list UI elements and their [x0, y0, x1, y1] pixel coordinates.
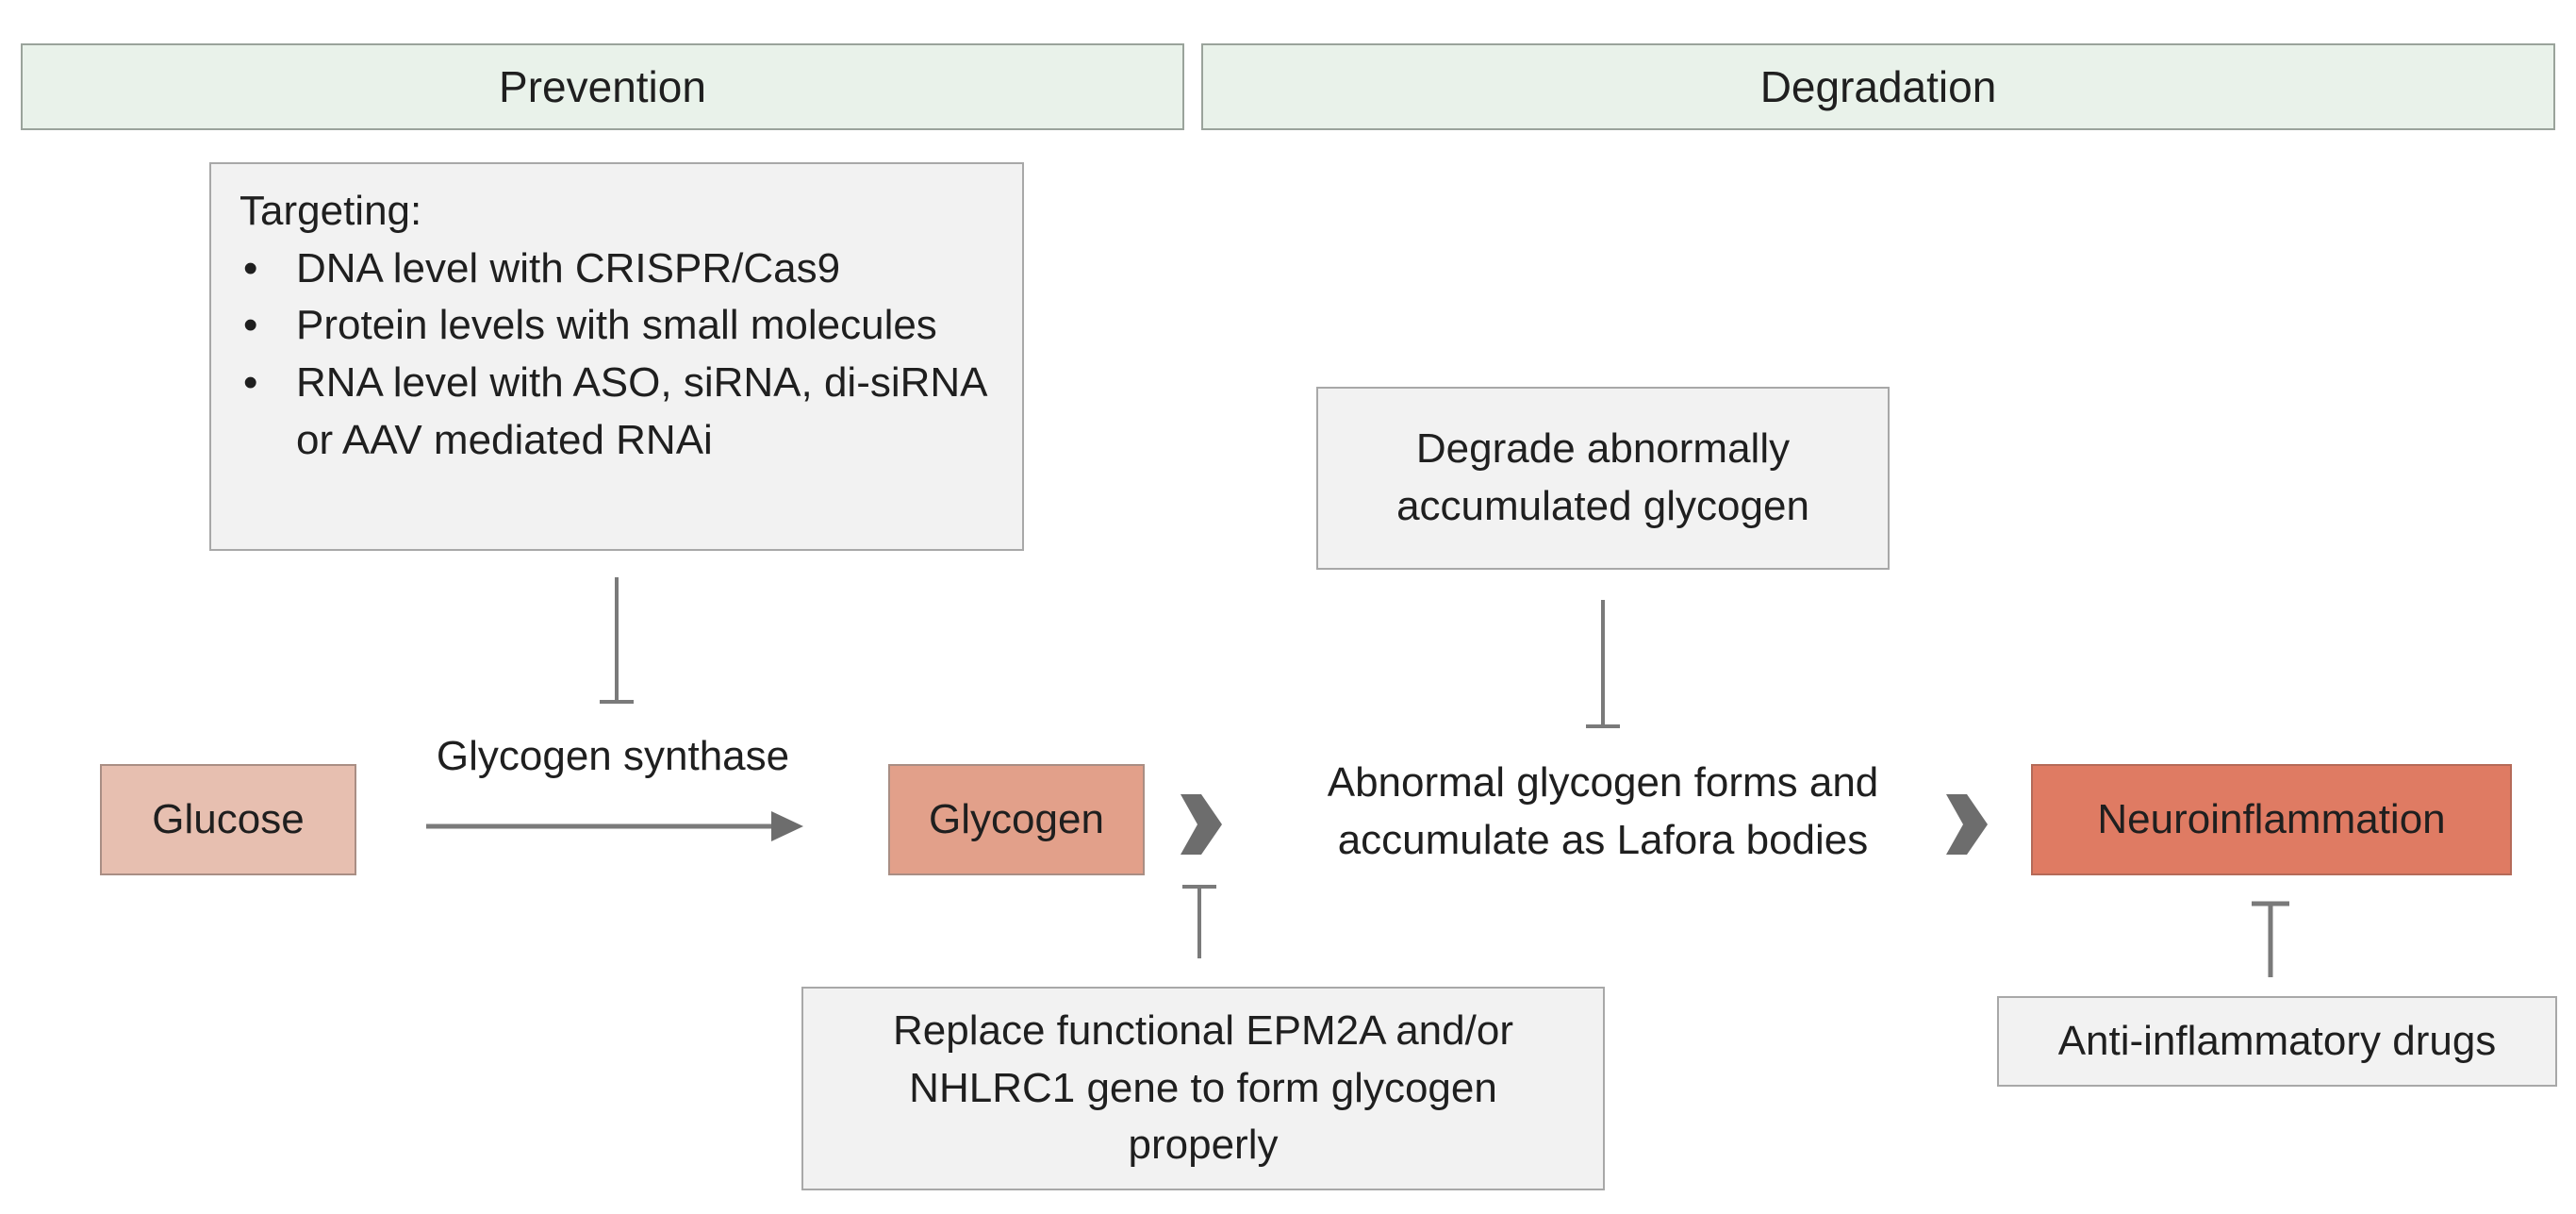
targeting-box: Targeting: DNA level with CRISPR/Cas9 Pr…: [209, 162, 1024, 551]
anti-inflammatory-inhibition-connector: [2252, 901, 2289, 977]
replace-gene-text: Replace functional EPM2A and/or NHLRC1 g…: [893, 1006, 1513, 1169]
targeting-title: Targeting:: [239, 188, 422, 234]
chevron-right-icon: [1946, 794, 1988, 855]
targeting-list: DNA level with CRISPR/Cas9 Protein level…: [239, 241, 994, 470]
glycogen-synthase-arrow: [426, 811, 803, 841]
targeting-item-dna: DNA level with CRISPR/Cas9: [239, 241, 994, 298]
glycogen-node: Glycogen: [888, 764, 1145, 875]
glycogen-synthase-label: Glycogen synthase: [436, 733, 790, 779]
glucose-label: Glucose: [152, 796, 305, 842]
degradation-header-label: Degradation: [1759, 62, 1997, 111]
anti-inflammatory-box: Anti-inflammatory drugs: [1997, 996, 2557, 1087]
neuroinflammation-node: Neuroinflammation: [2031, 764, 2512, 875]
neuroinflammation-label: Neuroinflammation: [2097, 796, 2446, 842]
chevron-right-icon: [1181, 794, 1222, 855]
replace-gene-box: Replace functional EPM2A and/or NHLRC1 g…: [801, 987, 1605, 1190]
targeting-item-protein: Protein levels with small molecules: [239, 297, 994, 355]
abnormal-glycogen-label: Abnormal glycogen forms and accumulate a…: [1327, 759, 1879, 863]
degradation-header: Degradation: [1201, 43, 2555, 130]
replace-gene-inhibition-connector: [1182, 885, 1216, 958]
anti-inflammatory-text: Anti-inflammatory drugs: [2057, 1017, 2497, 1064]
glycogen-label: Glycogen: [929, 796, 1104, 842]
prevention-header: Prevention: [21, 43, 1184, 130]
targeting-inhibition-connector: [600, 577, 634, 704]
degrade-glycogen-box: Degrade abnormally accumulated glycogen: [1316, 387, 1890, 570]
targeting-item-rna: RNA level with ASO, siRNA, di-siRNA or A…: [239, 355, 994, 469]
degrade-glycogen-text: Degrade abnormally accumulated glycogen: [1396, 425, 1809, 529]
degrade-inhibition-connector: [1586, 600, 1620, 728]
prevention-header-label: Prevention: [499, 62, 706, 111]
glucose-node: Glucose: [100, 764, 356, 875]
